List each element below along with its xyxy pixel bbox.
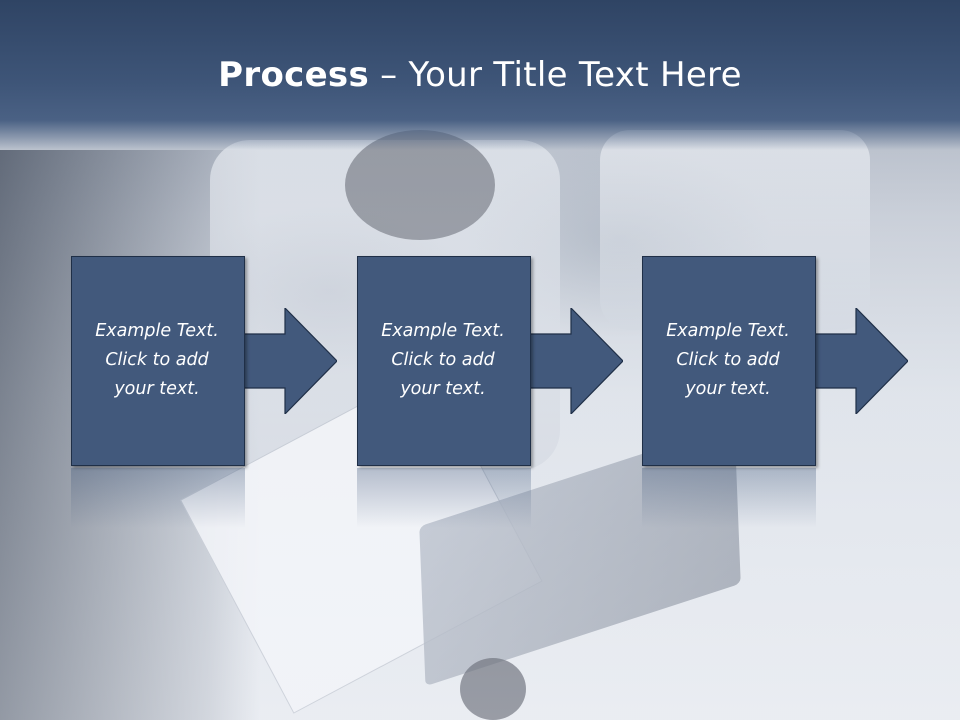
step-reflection [357,468,531,528]
step-box [357,256,531,466]
process-step-3[interactable]: Example Text. Click to add your text. [642,256,908,466]
step-box [642,256,816,466]
step-text-line: Example Text. [95,320,219,341]
step-box [71,256,245,466]
step-text[interactable]: Example Text. Click to add your text. [71,256,243,464]
arrow-right-icon [241,308,337,414]
step-reflection [71,468,245,528]
step-text-line: Example Text. [381,320,505,341]
arrow-right-icon [812,308,908,414]
arrow-right-icon [527,308,623,414]
step-text-line: your text. [400,378,486,399]
step-text[interactable]: Example Text. Click to add your text. [357,256,529,464]
process-step-2[interactable]: Example Text. Click to add your text. [357,256,623,466]
title-bold: Process [218,55,370,95]
step-text[interactable]: Example Text. Click to add your text. [642,256,814,464]
process-step-1[interactable]: Example Text. Click to add your text. [71,256,337,466]
step-text-line: Click to add [676,349,780,370]
step-text-line: Example Text. [666,320,790,341]
step-text-line: Click to add [105,349,209,370]
slide-title[interactable]: Process – Your Title Text Here [0,52,960,98]
step-text-line: your text. [114,378,200,399]
title-band [0,0,960,150]
step-reflection [642,468,816,528]
title-rest: – Your Title Text Here [369,55,742,95]
step-text-line: Click to add [391,349,495,370]
step-text-line: your text. [685,378,771,399]
